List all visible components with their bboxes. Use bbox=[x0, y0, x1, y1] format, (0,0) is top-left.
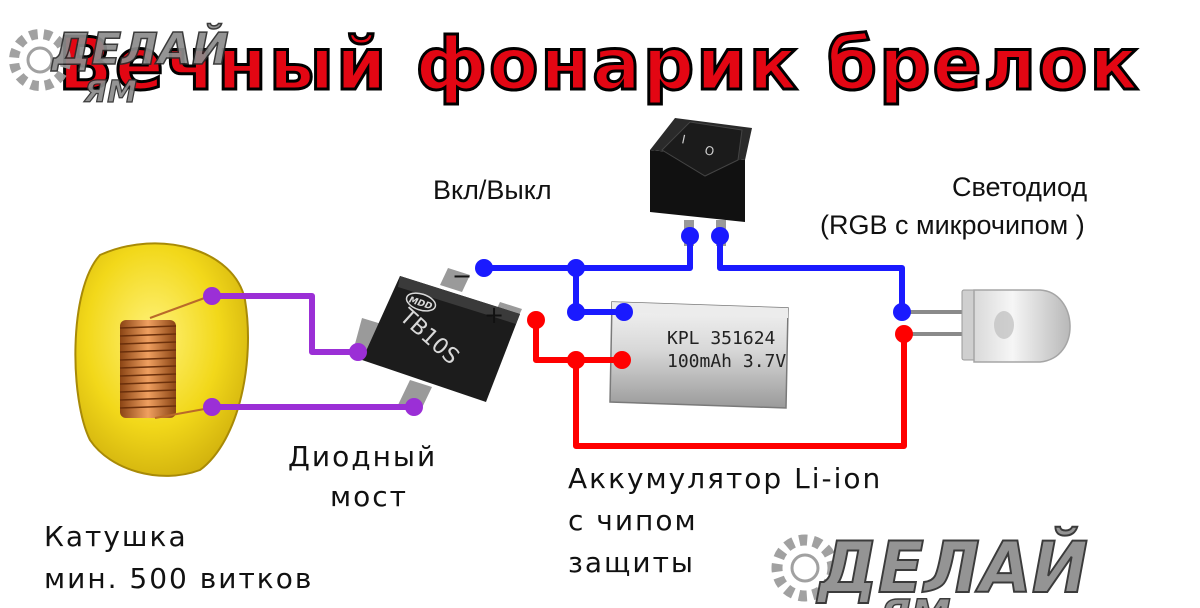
watermark-logo-bottom: ДЕЛАЙ ЯМ bbox=[771, 526, 1089, 608]
positive-wire-led bbox=[573, 334, 907, 449]
bridge-top-edge bbox=[398, 276, 520, 324]
junction-dot bbox=[893, 303, 911, 321]
winding-turns bbox=[119, 325, 177, 409]
title-text: Вечный фонарик брелок bbox=[56, 21, 1141, 108]
positive-wire-bridge bbox=[533, 320, 622, 363]
diagram-title: Вечный фонарик брелок bbox=[56, 21, 1139, 112]
battery-top-edge bbox=[612, 302, 788, 318]
watermark-logo-top: ДЕЛАЙ ЯМ bbox=[9, 21, 229, 111]
gear-icon bbox=[9, 29, 71, 91]
copper-winding bbox=[120, 320, 176, 418]
led-chip bbox=[994, 311, 1014, 339]
bridge-minus-mark: − bbox=[452, 262, 472, 290]
watermark-top-line1: ДЕЛАЙ bbox=[50, 22, 229, 75]
switch-off-mark: O bbox=[703, 143, 715, 159]
led-label-line2: (RGB с микрочипом ) bbox=[820, 210, 1085, 240]
coil-component bbox=[74, 242, 249, 477]
coil-wire-top bbox=[212, 293, 358, 355]
junction-dot bbox=[711, 227, 729, 245]
battery-label-line3: защиты bbox=[568, 546, 696, 579]
bridge-label-line1: Диодный bbox=[288, 440, 438, 473]
diode-bridge-component: MDD TB10S − + bbox=[352, 262, 522, 412]
junction-dot bbox=[615, 303, 633, 321]
junction-dot bbox=[349, 343, 367, 361]
negative-wires bbox=[484, 236, 905, 315]
battery-marking-line2: 100mAh 3.7V bbox=[667, 351, 786, 372]
gear-hub bbox=[26, 46, 54, 74]
junction-dot bbox=[527, 311, 545, 329]
junction-dot bbox=[203, 287, 221, 305]
coil-label-line1: Катушка bbox=[44, 520, 188, 553]
junction-dot bbox=[567, 259, 585, 277]
watermark-top-line2: ЯМ bbox=[83, 75, 137, 110]
coil-lead-bottom bbox=[154, 407, 211, 419]
junction-dot bbox=[681, 227, 699, 245]
watermark-bottom-line1: ДЕЛАЙ bbox=[816, 527, 1088, 608]
junction-dot bbox=[895, 325, 913, 343]
coil-label-line2: мин. 500 витков bbox=[44, 562, 314, 595]
junction-dot bbox=[475, 259, 493, 277]
led-lens bbox=[973, 289, 1071, 363]
negative-wire-main bbox=[484, 236, 693, 271]
junction-dot bbox=[567, 303, 585, 321]
bridge-pin-3 bbox=[440, 268, 470, 292]
junction-dot bbox=[405, 398, 423, 416]
junction-dot bbox=[203, 398, 221, 416]
power-switch-component: I O bbox=[650, 118, 752, 246]
switch-label: Вкл/Выкл bbox=[433, 175, 552, 205]
junction-dot bbox=[567, 351, 585, 369]
junction-dot bbox=[613, 351, 631, 369]
bridge-plus-mark: + bbox=[484, 301, 504, 329]
bridge-logo-oval bbox=[405, 292, 437, 312]
gear-hub bbox=[790, 553, 820, 583]
battery-label-line1: Аккумулятор Li-ion bbox=[568, 462, 883, 495]
gear-icon bbox=[771, 534, 839, 602]
battery-component: KPL 351624 100mAh 3.7V bbox=[609, 301, 789, 409]
watermark-bottom-line2: ЯМ bbox=[879, 592, 951, 608]
led-label-line1: Светодиод bbox=[952, 172, 1088, 202]
switch-rocker bbox=[661, 121, 743, 177]
switch-on-mark: I bbox=[680, 132, 686, 146]
battery-label-line2: с чипом bbox=[568, 504, 698, 537]
negative-wire-led bbox=[717, 236, 905, 312]
coil-wires bbox=[212, 293, 414, 410]
coil-lead-top bbox=[149, 295, 211, 319]
led-component bbox=[905, 289, 1071, 363]
battery-marking-line1: KPL 351624 bbox=[667, 328, 775, 349]
junction-dots bbox=[203, 227, 913, 416]
positive-wires bbox=[533, 320, 907, 449]
bridge-label-line2: мост bbox=[330, 480, 408, 513]
